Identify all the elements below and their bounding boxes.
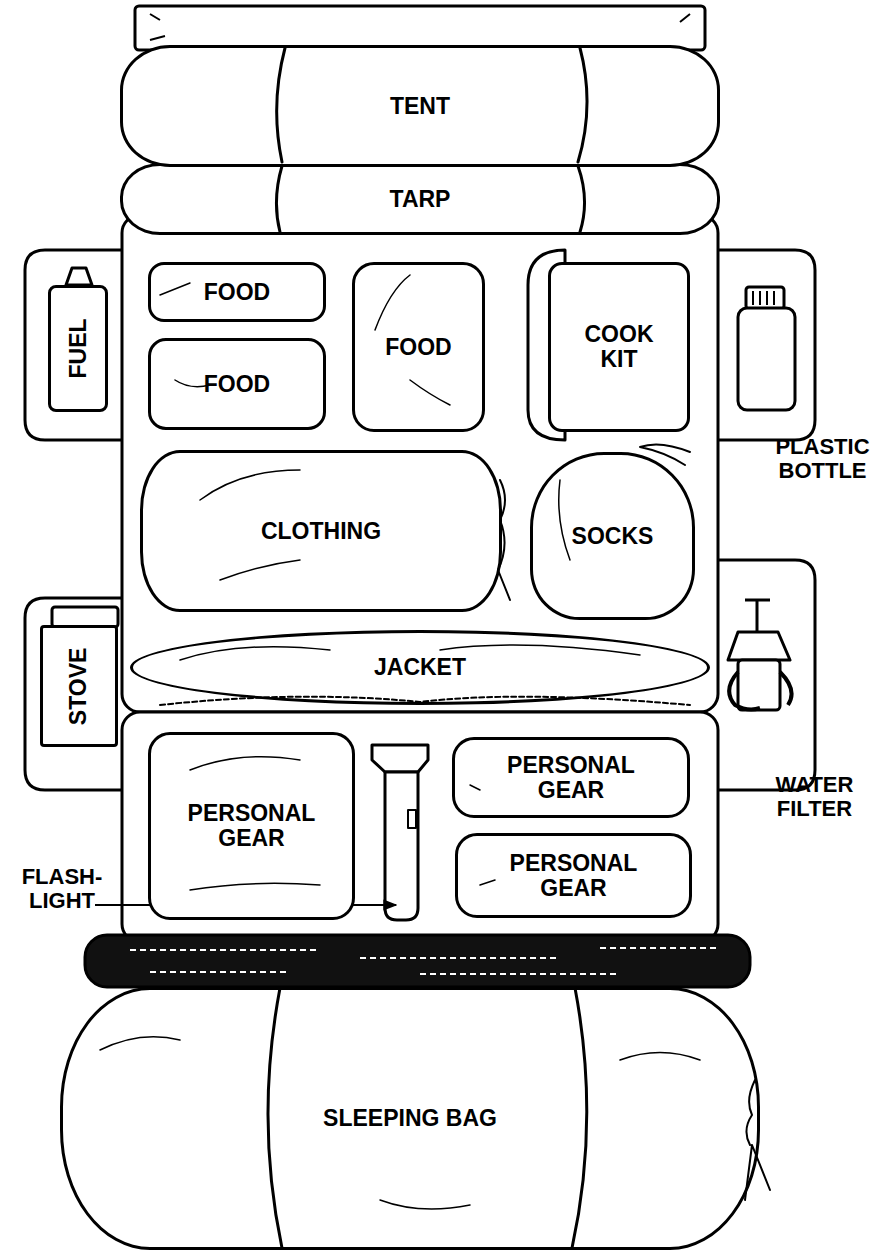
- clothing-sack: CLOTHING: [140, 450, 502, 612]
- item-label: FOOD: [204, 280, 270, 305]
- compression-strap: [85, 935, 750, 987]
- socks-sack: SOCKS: [530, 452, 695, 620]
- lower-compartment: [122, 712, 718, 942]
- strap-texture: [130, 948, 720, 974]
- item-label: SOCKS: [572, 524, 654, 549]
- flashlight-body: [385, 772, 418, 920]
- filter-head: [728, 632, 790, 660]
- item-label: JACKET: [374, 655, 466, 680]
- sleeping-bag-roll: SLEEPING BAG: [60, 987, 760, 1250]
- bottle-cap: [746, 287, 784, 309]
- item-label: SLEEPING BAG: [323, 1106, 497, 1131]
- tent-board: [135, 6, 705, 50]
- personal-gear-bag: PERSONAL GEAR: [455, 833, 692, 918]
- item-label: FOOD: [385, 335, 451, 360]
- personal-gear-bag: PERSONAL GEAR: [148, 732, 355, 920]
- jacket-roll: JACKET: [130, 630, 710, 705]
- tarp-roll: TARP: [120, 163, 720, 235]
- food-bag: FOOD: [352, 262, 485, 432]
- item-label: FUEL: [66, 318, 91, 378]
- item-label: PERSONAL GEAR: [486, 753, 656, 803]
- filter-hose: [729, 672, 791, 709]
- fuel-cap: [66, 268, 92, 285]
- item-label: TENT: [390, 94, 450, 119]
- side-pocket: [718, 250, 815, 440]
- flashlight-switch: [408, 810, 416, 828]
- plastic-bottle: [738, 308, 795, 410]
- part-label: WATER FILTER: [752, 773, 877, 821]
- personal-gear-bag: PERSONAL GEAR: [452, 737, 690, 818]
- item-label: COOK KIT: [569, 322, 669, 372]
- filter-handle: [745, 600, 770, 632]
- cook-kit: COOK KIT: [548, 262, 690, 432]
- item-label: PERSONAL GEAR: [489, 851, 659, 901]
- item-label: TARP: [390, 187, 451, 212]
- food-bag: FOOD: [148, 338, 326, 430]
- board-mark: [150, 14, 690, 40]
- stove-canister: STOVE: [40, 625, 118, 747]
- item-label: STOVE: [67, 647, 92, 725]
- food-bag: FOOD: [148, 262, 326, 322]
- fuel-bottle: FUEL: [48, 285, 108, 412]
- item-label: PERSONAL GEAR: [172, 801, 332, 851]
- side-pocket: [25, 598, 122, 790]
- side-pocket: [718, 560, 815, 790]
- item-label: FOOD: [204, 372, 270, 397]
- flashlight-head: [372, 745, 428, 772]
- side-pocket: [25, 250, 122, 440]
- stove-lid: [52, 607, 118, 627]
- upper-compartment: [122, 215, 718, 712]
- cap-ridge: [753, 291, 774, 305]
- item-label: CLOTHING: [261, 519, 381, 544]
- filter-body: [738, 660, 780, 710]
- part-label: FLASH- LIGHT: [18, 865, 106, 913]
- part-label: PLASTIC BOTTLE: [760, 435, 879, 483]
- tent-roll: TENT: [120, 45, 720, 167]
